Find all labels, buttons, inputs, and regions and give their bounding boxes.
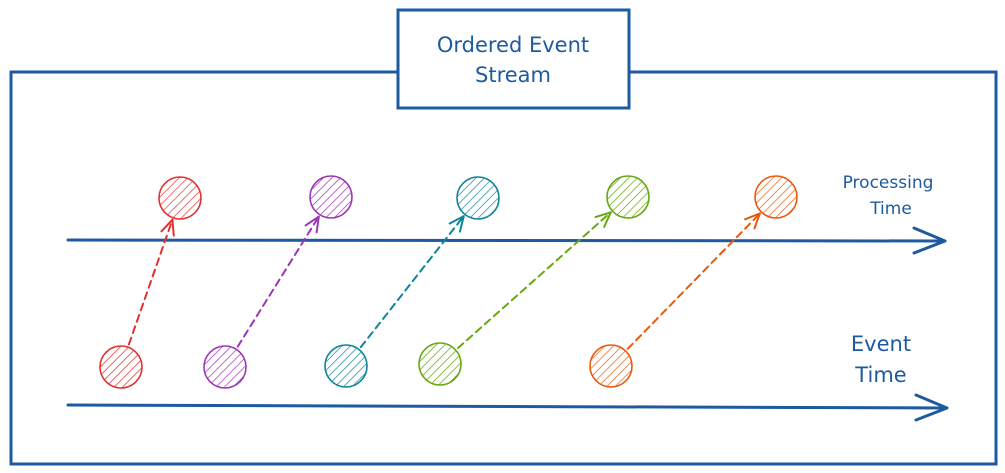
processing-time-circle-purple bbox=[309, 175, 353, 219]
event-time-axis bbox=[66, 393, 949, 422]
processing-time-label-line-1: Processing bbox=[843, 173, 934, 193]
event-time-circle-orange bbox=[589, 344, 633, 388]
processing-time-circle-green bbox=[606, 175, 650, 219]
event-arrow-green bbox=[456, 211, 612, 350]
event-time-circle-teal bbox=[324, 344, 368, 388]
event-time-label-line-1: Event bbox=[851, 332, 911, 356]
event-time-arrowhead bbox=[914, 393, 949, 422]
event-arrow-orange bbox=[626, 212, 761, 350]
processing-time-circle-teal bbox=[456, 176, 500, 220]
processing-time-arrowhead bbox=[912, 226, 947, 255]
event-time-circle-red bbox=[99, 345, 143, 389]
event-arrowhead-green bbox=[594, 211, 612, 228]
event-arrow-purple bbox=[236, 215, 320, 348]
processing-time-circle-orange bbox=[754, 175, 798, 219]
processing-time-label-line-2: Time bbox=[869, 199, 912, 219]
title-line-1: Ordered Event bbox=[437, 33, 589, 57]
event-arrow-red bbox=[127, 218, 174, 346]
processing-time-axis bbox=[66, 226, 947, 255]
title-box bbox=[396, 8, 631, 110]
processing-time-axis-line bbox=[66, 238, 946, 243]
event-arrowhead-orange bbox=[744, 212, 761, 230]
event-time-axis-line bbox=[66, 403, 948, 410]
event-arrowhead-purple bbox=[304, 215, 320, 234]
event-arrow-teal bbox=[359, 215, 465, 349]
title-line-2: Stream bbox=[475, 63, 551, 87]
events-layer bbox=[99, 175, 798, 389]
event-arrowhead-red bbox=[160, 218, 175, 237]
event-time-circle-purple bbox=[203, 345, 247, 389]
event-time-label-line-2: Time bbox=[854, 363, 906, 387]
event-arrowhead-teal bbox=[448, 215, 465, 233]
event-time-circle-green bbox=[418, 342, 462, 386]
processing-time-circle-red bbox=[158, 176, 202, 220]
